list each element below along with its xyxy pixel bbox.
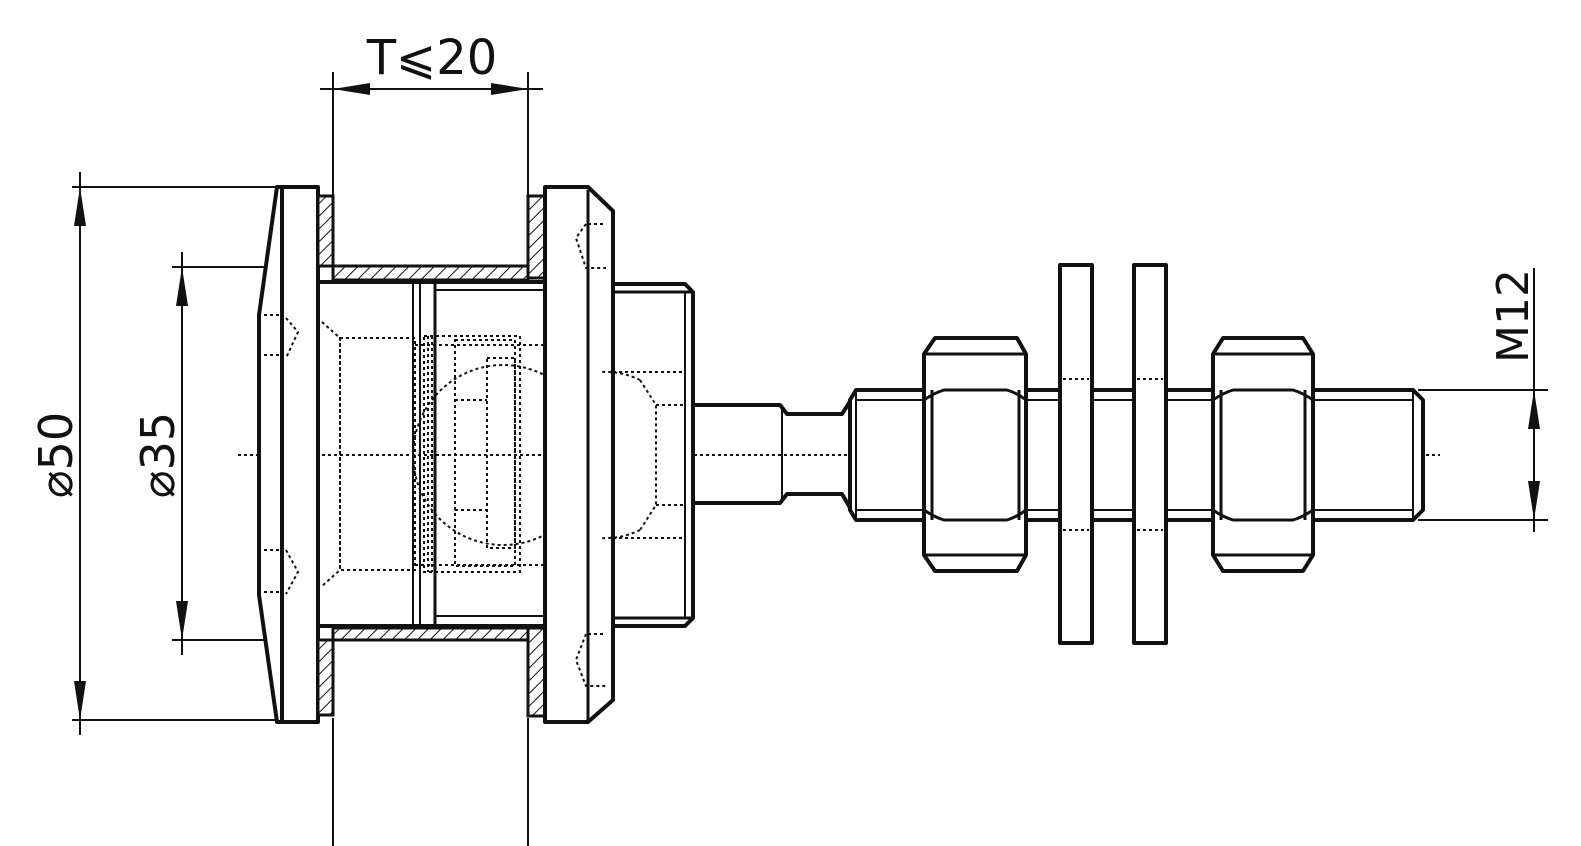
thickness-dimension: T⩽20 xyxy=(320,30,543,846)
threaded-boss xyxy=(599,282,695,628)
clamp-plate xyxy=(543,185,615,724)
left-bottom-gasket xyxy=(316,638,335,717)
inner-diameter-label: ⌀35 xyxy=(131,412,185,498)
washer-right xyxy=(1132,263,1168,645)
sleeve-top xyxy=(331,264,530,282)
right-top-gasket xyxy=(526,194,547,280)
outer-diameter-dimension: ⌀50 xyxy=(29,172,282,735)
thickness-label: T⩽20 xyxy=(366,30,498,86)
left-top-gasket xyxy=(316,194,335,268)
right-hex-nut xyxy=(1211,336,1315,573)
neck-shaft xyxy=(691,390,858,520)
sleeve-bottom xyxy=(331,626,530,642)
washer-left xyxy=(1058,263,1094,645)
right-bottom-gasket xyxy=(526,626,547,718)
thread-label: M12 xyxy=(1488,269,1539,363)
countersunk-head xyxy=(257,185,320,724)
thread-dimension: M12 xyxy=(1418,268,1548,532)
barrel-body xyxy=(316,280,549,628)
outer-diameter-label: ⌀50 xyxy=(29,412,83,498)
left-hex-nut xyxy=(922,336,1028,573)
inner-diameter-dimension: ⌀35 xyxy=(131,252,318,655)
